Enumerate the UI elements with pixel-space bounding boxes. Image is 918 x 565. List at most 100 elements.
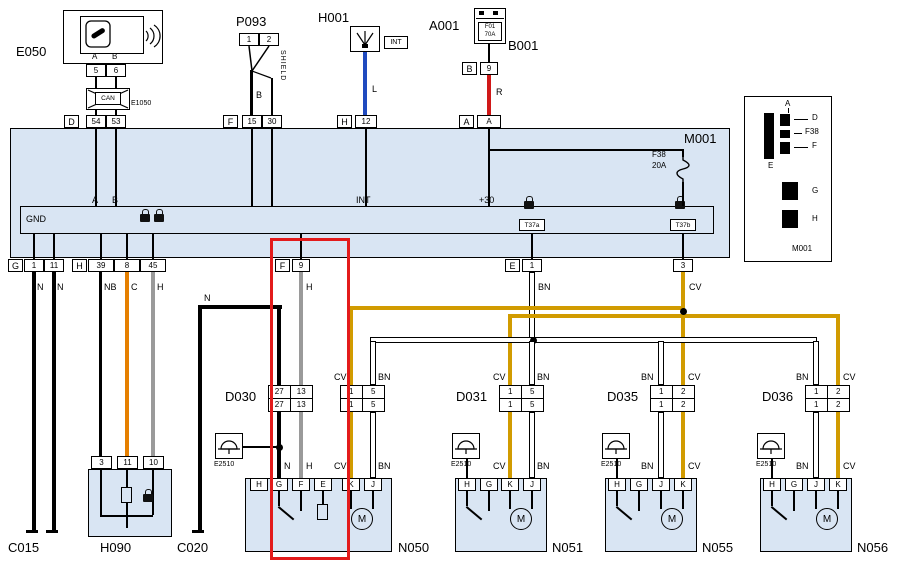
- d031-label: D031: [456, 389, 488, 404]
- pin-3-h090: 3: [91, 456, 112, 469]
- connector-h-top: H: [337, 115, 352, 128]
- pin-f: F: [292, 478, 310, 491]
- pin-a: A: [477, 115, 501, 128]
- pin-39: 39: [88, 259, 114, 272]
- pin-j: J: [523, 478, 541, 491]
- battery-terminal-icon: [493, 11, 498, 15]
- pin-cell: 5: [530, 400, 535, 410]
- n050-inner-line: [322, 491, 324, 504]
- wire-b-shielded: [250, 70, 253, 115]
- fuse-stub-top: [682, 150, 684, 157]
- pin-cell: 2: [836, 400, 841, 410]
- f01-amp-label: 70A: [484, 32, 496, 38]
- pin-cell: 1: [651, 398, 673, 411]
- wire-label: H: [306, 461, 313, 471]
- pin-cell: 2: [681, 400, 686, 410]
- e050-a-label: A: [92, 52, 98, 61]
- f38-amp-label: 20A: [652, 161, 667, 170]
- m001-line-30: [271, 128, 273, 206]
- n055-inner-line: [638, 491, 640, 511]
- pin-9-top: 9: [480, 62, 498, 75]
- connector-h-bottom: H: [72, 259, 87, 272]
- pin-1: 1: [239, 33, 259, 46]
- wire-label: CV: [334, 372, 347, 382]
- pin-h: H: [608, 478, 626, 491]
- h090-inner-line: [126, 516, 128, 528]
- legend-connector-block: [782, 210, 798, 228]
- pin-h: H: [763, 478, 781, 491]
- n055-inner-line: [660, 491, 662, 509]
- pin-j: J: [364, 478, 382, 491]
- pin-cell: 13: [296, 400, 306, 410]
- wire-l-blue: [363, 52, 367, 115]
- wire-label: CV: [843, 461, 856, 471]
- pin-cell: 5: [362, 386, 384, 399]
- motor-icon: M: [510, 508, 532, 530]
- wire-label-bn: BN: [538, 282, 551, 292]
- battery-terminal-icon: [479, 11, 484, 15]
- pin-cell: 1: [806, 398, 828, 411]
- connector-a: A: [459, 115, 474, 128]
- wire-r-red: [487, 75, 491, 115]
- pin-9-bottom: 9: [292, 259, 310, 272]
- wire-cv-to-n056: [836, 412, 840, 478]
- e1050-label: E1050: [131, 100, 152, 107]
- pin-cell: 13: [290, 386, 312, 399]
- connector-f-bottom: F: [275, 259, 290, 272]
- pin-cell: 27: [269, 386, 291, 399]
- lamp-icon: [605, 440, 627, 454]
- n056-inner-line: [815, 491, 817, 509]
- twisted-pair-converge-lines: [248, 46, 272, 79]
- n051-inner-line: [466, 491, 468, 506]
- n056-inner-line: [771, 491, 773, 506]
- pin-j: J: [652, 478, 670, 491]
- lamp-icon: [455, 440, 477, 454]
- wire-label-cv: CV: [689, 282, 702, 292]
- wire-n-ground-2: [52, 272, 56, 533]
- wire-bn-to-n056: [813, 412, 819, 478]
- e2510-label: E2510: [451, 461, 472, 468]
- wire-end-foot: [192, 530, 204, 533]
- wire-bn-drop-d035: [658, 341, 664, 385]
- f38-fuse-icon: [676, 156, 690, 183]
- pin-k: K: [342, 478, 360, 491]
- wire-l-label: L: [372, 84, 378, 94]
- pin-2: 2: [259, 33, 279, 46]
- f38-label: F38: [652, 150, 666, 159]
- wire-shield-drain: [271, 78, 273, 115]
- wire-nb: [99, 272, 102, 456]
- e050-wire-right: [115, 77, 117, 88]
- wire-label-h2: H: [306, 282, 313, 292]
- wire-bn-drop-d030: [370, 341, 376, 385]
- pin-11-g: 11: [44, 259, 64, 272]
- legend-a-label: A: [785, 99, 791, 108]
- pin-5: 5: [86, 64, 106, 77]
- n051-label: N051: [552, 540, 584, 555]
- relay-t37a: T37a: [519, 219, 545, 231]
- can-stub-left: [95, 110, 97, 115]
- m001-inner-bus-bar: [20, 206, 714, 234]
- pin-1-g: 1: [24, 259, 44, 272]
- pin-45: 45: [140, 259, 166, 272]
- legend-d-label: D: [812, 113, 818, 122]
- wire-cv-from-pin3: [681, 272, 685, 385]
- pin-53: 53: [106, 115, 126, 128]
- lock-icon: [524, 196, 534, 209]
- n055-inner-line: [682, 491, 684, 509]
- wire-label: CV: [493, 461, 506, 471]
- motor-icon: M: [816, 508, 838, 530]
- d035-label: D035: [607, 389, 639, 404]
- pin-g: G: [480, 478, 498, 491]
- pin-e: E: [314, 478, 332, 491]
- pin-30: 30: [262, 115, 282, 128]
- wire-label: CV: [688, 372, 701, 382]
- wire-bn-drop-d036: [813, 341, 819, 385]
- p093-label: P093: [236, 14, 267, 29]
- legend-tick: [794, 147, 808, 149]
- m001-line-15: [251, 128, 253, 206]
- e050-b-label: B: [112, 52, 118, 61]
- pin-g: G: [630, 478, 648, 491]
- wire-bn-to-n050: [370, 412, 376, 478]
- wire-e2510-tap: [243, 446, 278, 448]
- wire-h-to-n050: [299, 412, 303, 478]
